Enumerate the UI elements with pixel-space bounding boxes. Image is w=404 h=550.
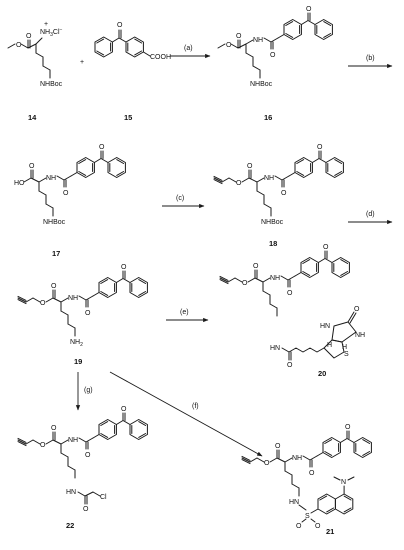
compound-17: HO O NH O O NHBoc 17 [14,144,126,258]
c18-number: 18 [269,239,277,248]
c22-amide-o: O [85,452,91,459]
c14-plus-charge: + [44,21,48,28]
step-a-label: (a) [184,45,193,52]
c20-urea-hn: HN [320,323,330,330]
compound-15: O COOH 15 [94,22,171,122]
c21-number: 21 [326,527,334,536]
c20-urea-o: O [354,306,360,313]
c18-amine: NHBoc [261,219,284,226]
c14-number: 14 [28,113,37,122]
compound-19: O O NH O O NH2 19 [17,264,148,366]
step-d-label: (d) [366,211,375,218]
c20-urea-nh: NH [355,332,365,339]
c17-acid-o: O [29,163,35,170]
c22-amide-hn: HN [66,489,76,496]
c18-amide-o: O [281,190,287,197]
c14-nh3: NH3Cl− [40,27,63,38]
c15-acid: COOH [150,54,171,61]
c20-amide-o2: O [287,362,293,369]
c22-nh: NH [68,437,78,444]
c21-ester-o1: O [264,460,270,467]
c16-amide-o: O [270,52,276,59]
c21-sulfur: S [305,513,310,520]
c20-thio-s: S [344,351,349,358]
c21-dimethylamino-n: N [341,479,346,486]
step-e-label: (e) [180,309,189,316]
c19-nh: NH [68,295,78,302]
c19-amine: NH2 [70,339,83,348]
c21-nh: NH [292,455,302,462]
c19-ester-o1: O [40,300,46,307]
c21-amide-o: O [309,470,315,477]
c20-amide-o: O [287,290,293,297]
c17-nh: NH [46,175,56,182]
c14-amine: NHBoc [40,81,63,88]
c22-ester-o1: O [40,442,46,449]
c16-ester-o2: O [236,33,242,40]
step-g-label: (g) [84,387,93,394]
c20-ketone-o: O [323,244,329,251]
compound-18: O O NH O O NHBoc 18 [213,144,344,248]
c19-ketone-o: O [121,264,127,271]
c20-nh: NH [270,275,280,282]
compound-20: O O NH O O HN O S O HN NH H H 20 [219,244,365,378]
compound-21: O O NH O O HN S O O N 21 [241,424,372,536]
c22-chloro: Cl [100,494,107,501]
plus-sign: + [80,59,84,66]
c14-carbonyl-o: O [26,33,32,40]
c21-sulfonamide-hn: HN [289,499,299,506]
c16-number: 16 [264,113,272,122]
c21-ester-o2: O [275,443,281,450]
c20-h1: H [327,342,332,349]
c21-sulfonyl-o1: O [296,523,302,530]
c18-ester-o1: O [236,180,242,187]
c18-ketone-o: O [317,144,323,151]
step-b-label: (b) [366,55,375,62]
c17-ketone-o: O [99,144,105,151]
c20-ester-o1: O [242,280,248,287]
arrow-f [109,371,263,457]
c17-amine: NHBoc [43,219,66,226]
step-f-label: (f) [192,403,199,410]
c19-number: 19 [74,357,82,366]
c16-amine: NHBoc [250,81,273,88]
c16-nh: NH [253,37,263,44]
c15-ketone-o: O [117,22,123,29]
compound-14: O O NH3Cl− + NHBoc 14 [7,21,63,122]
c22-number: 22 [66,521,74,530]
c21-sulfonyl-o2: O [315,523,321,530]
c20-number: 20 [318,369,326,378]
c22-amide-o2: O [83,506,89,513]
c17-amide-o: O [63,190,69,197]
c21-ketone-o: O [345,424,351,431]
c16-ester-o1: O [226,42,232,49]
compound-16: O O NH O O NHBoc 16 [217,6,333,122]
compound-22: O O NH O O HN O Cl 22 [17,406,148,530]
c17-number: 17 [52,249,60,258]
c19-amide-o: O [85,310,91,317]
c18-nh: NH [264,175,274,182]
c15-number: 15 [124,113,132,122]
c19-ester-o2: O [51,283,57,290]
c22-ketone-o: O [121,406,127,413]
c20-amide-hn: HN [270,345,280,352]
c20-ester-o2: O [253,263,259,270]
c22-ester-o2: O [51,425,57,432]
c17-acid-oh: HO [14,180,25,187]
c20-h2: H [342,344,347,351]
c14-ester-o: O [16,42,22,49]
c16-ketone-o: O [306,6,312,13]
c18-ester-o2: O [247,163,253,170]
step-c-label: (c) [176,195,184,202]
